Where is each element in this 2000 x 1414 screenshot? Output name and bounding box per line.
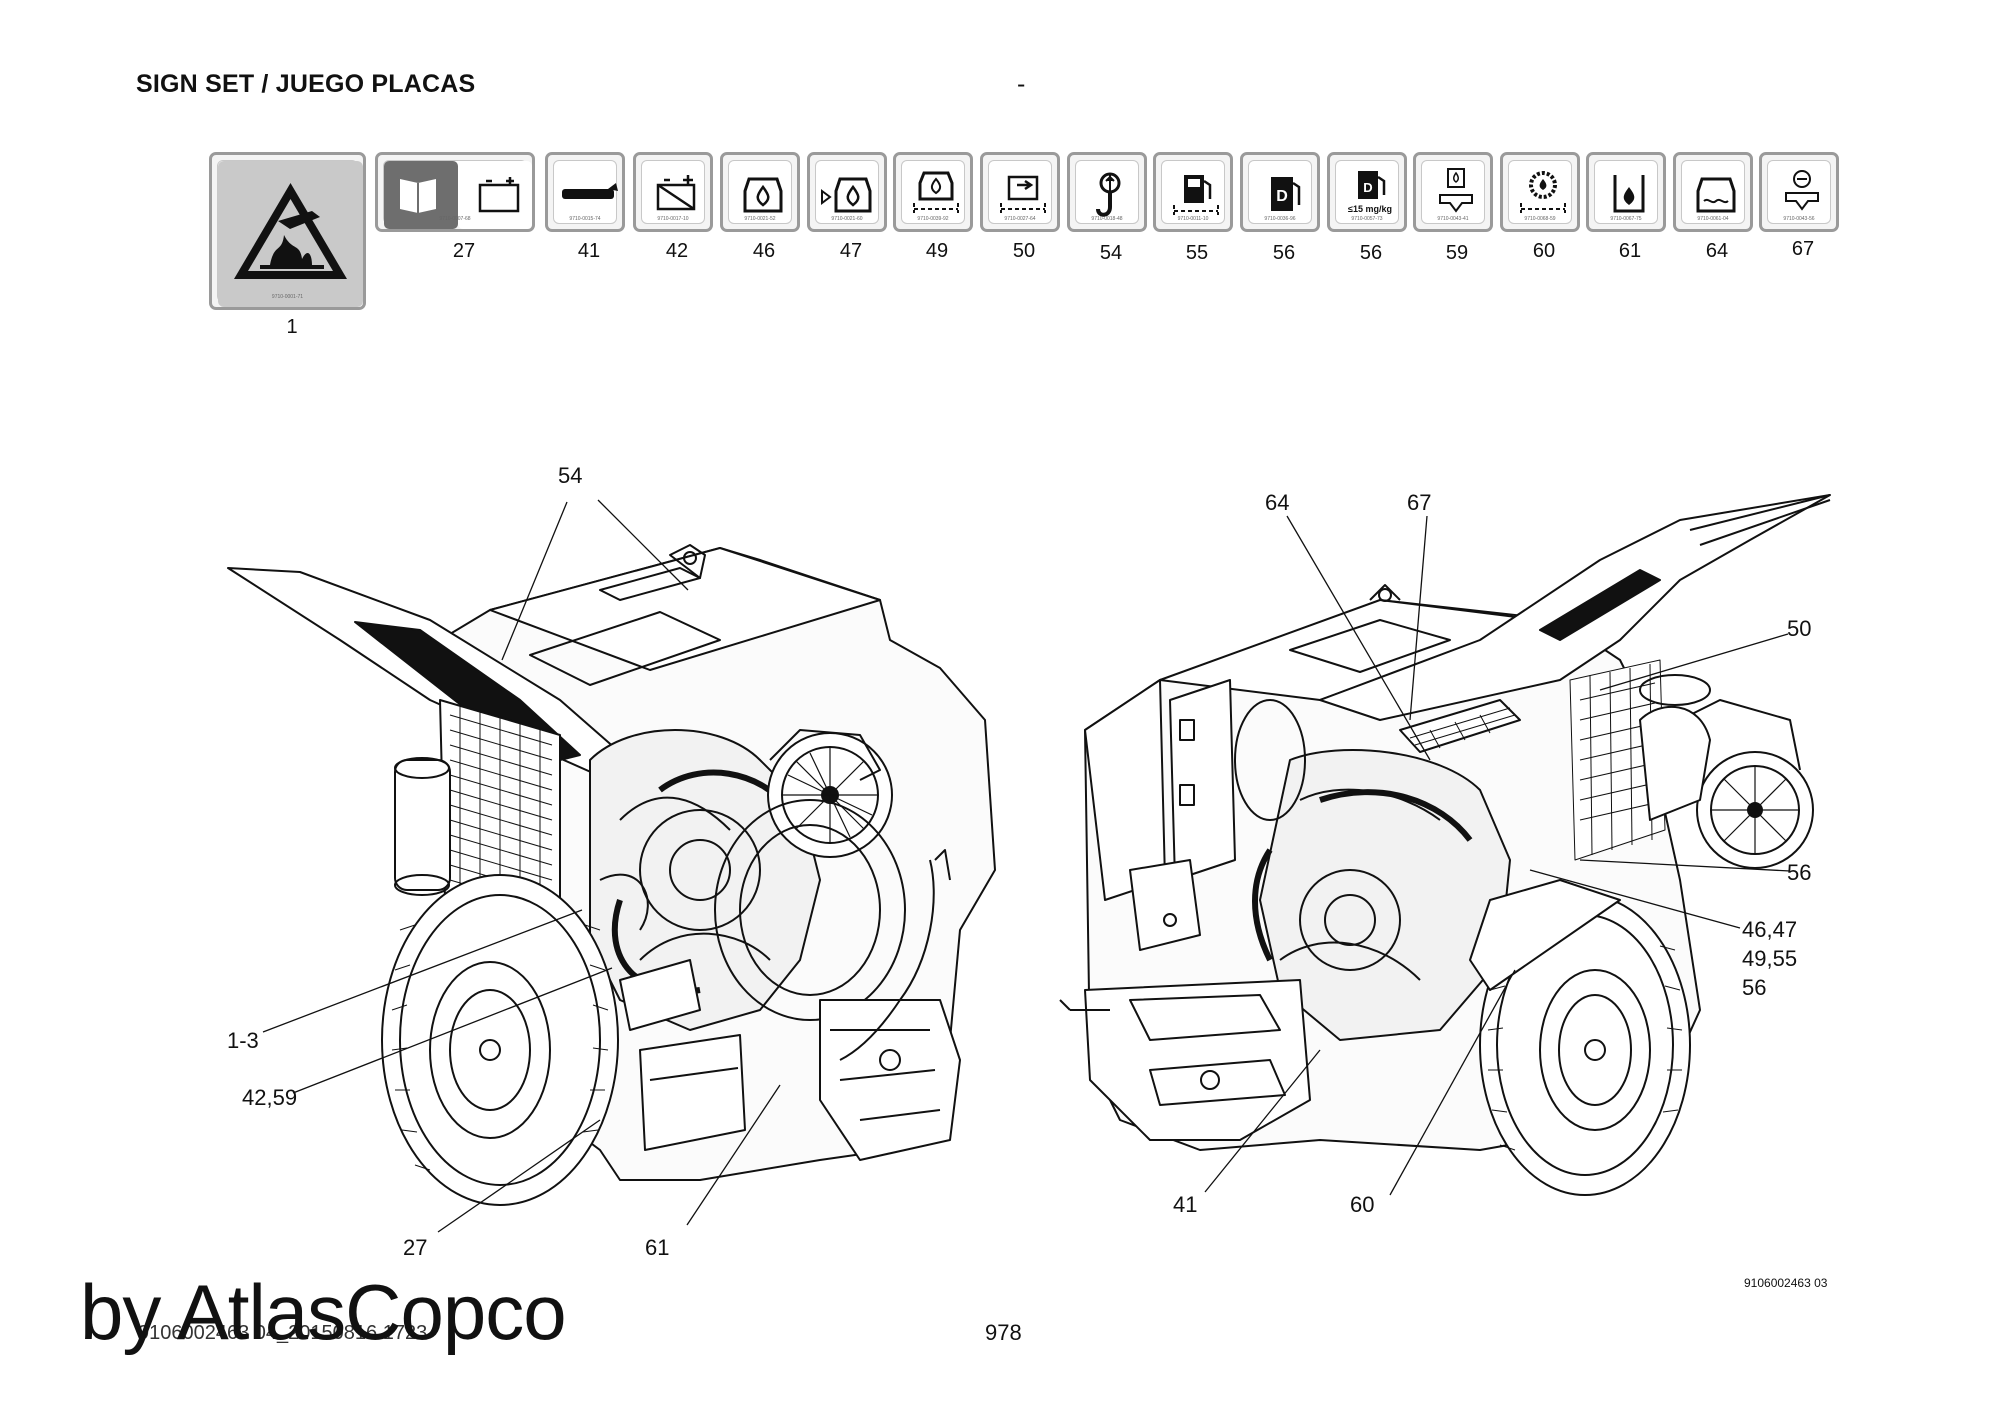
sign-code: 9710-0067-75 (1610, 216, 1642, 222)
sign-label-54: 54 (1099, 242, 1123, 264)
sign-code: 9710-0015-74 (569, 216, 601, 222)
sign-plate-59: 9710-0043-41 (1413, 152, 1493, 232)
engine-oil-icon (743, 177, 783, 213)
sign-plate-47: 9710-0021-60 (807, 152, 887, 232)
svg-text:≤15 mg/kg: ≤15 mg/kg (1348, 204, 1392, 214)
svg-text:D: D (1276, 188, 1288, 205)
sign-label-46: 46 (752, 240, 776, 262)
hot-surface-warning-icon (218, 161, 363, 307)
sign-code: 9710-0036-96 (1264, 216, 1296, 222)
hydraulic-oil-level-icon (1000, 175, 1046, 213)
right-machine-drawing (1059, 494, 1831, 1196)
callout-56-lower: 56 (1742, 975, 1767, 1000)
sign-label-67: 67 (1791, 238, 1815, 260)
sign-plate-46: 9710-0021-52 (720, 152, 800, 232)
sign-code: 9710-0007-68 (439, 216, 471, 222)
sign-plate-64: 9710-0061-04 (1673, 152, 1753, 232)
sign-plate-49: 9710-0039-92 (893, 152, 973, 232)
sign-plate-1: 9710-0001-71 (209, 152, 366, 310)
sign-plate-27: 9710-0007-68 (375, 152, 535, 232)
drain-point-icon (1439, 168, 1473, 213)
sign-code: 9710-0043-41 (1437, 216, 1469, 222)
coolant-icon (1696, 177, 1736, 213)
diesel-fuel-icon: D (1271, 177, 1301, 211)
fuel-level-icon (1173, 175, 1219, 215)
lifting-arm-icon (562, 183, 618, 199)
sign-code: 9710-0057-73 (1351, 216, 1383, 222)
sign-label-55: 55 (1185, 242, 1209, 264)
callout-42-59: 42,59 (242, 1085, 298, 1110)
sign-code: 9710-0021-60 (831, 216, 863, 222)
leader-lines (262, 499, 1791, 1233)
sign-code: 9710-0017-10 (657, 216, 689, 222)
gearbox-oil-level-icon (1520, 171, 1566, 213)
sign-plate-54: 9710-0018-48 (1067, 152, 1147, 232)
callout-41: 41 (1173, 1192, 1198, 1217)
sign-code: 9710-0018-48 (1091, 216, 1123, 222)
sign-plate-61: 9710-0067-75 (1586, 152, 1666, 232)
hydraulic-tank-icon (1613, 175, 1645, 213)
read-manual-battery-icon (384, 161, 532, 229)
sign-label-49: 49 (925, 240, 949, 262)
drawing-number: 9106002463 03 (1744, 1276, 1828, 1290)
callout-60: 60 (1350, 1192, 1375, 1217)
sign-code: 9710-0027-64 (1004, 216, 1036, 222)
sign-label-64: 64 (1705, 240, 1729, 262)
sign-plate-50: 9710-0027-64 (980, 152, 1060, 232)
sign-label-61: 61 (1618, 240, 1642, 262)
callout-1-3: 1-3 (227, 1028, 259, 1053)
engine-oil-level-icon (913, 171, 959, 213)
sign-code: 9710-0068-59 (1524, 216, 1556, 222)
sign-code: 9710-0039-92 (917, 216, 949, 222)
sign-code: 9710-0043-56 (1783, 216, 1815, 222)
sign-plate-67: 9710-0043-56 (1759, 152, 1839, 232)
sign-code: 9710-0021-52 (744, 216, 776, 222)
sign-label-50: 50 (1012, 240, 1036, 262)
sign-plate-55: 9710-0011-10 (1153, 152, 1233, 232)
sign-plate-60: 9710-0068-59 (1500, 152, 1580, 232)
sign-plate-56: D 9710-0036-96 (1240, 152, 1320, 232)
sign-plate-56: D ≤15 mg/kg 9710-0057-73 (1327, 152, 1407, 232)
sign-plate-41: 9710-0015-74 (545, 152, 625, 232)
callout-27: 27 (403, 1235, 428, 1260)
callout-54-left: 54 (558, 463, 583, 488)
header-dash: - (1017, 70, 1026, 98)
sign-plate-42: 9710-0017-10 (633, 152, 713, 232)
sign-label-56: 56 (1272, 242, 1296, 264)
battery-disconnect-icon (656, 175, 696, 211)
sign-label-47: 47 (839, 240, 863, 262)
sign-code: 9710-0061-04 (1697, 216, 1729, 222)
sign-label-27: 27 (452, 240, 476, 262)
callout-50: 50 (1787, 616, 1812, 641)
callout-46-47: 46,47 (1742, 917, 1798, 942)
lifting-point-icon (1096, 172, 1121, 217)
sign-label-1: 1 (286, 316, 298, 338)
callout-64: 64 (1265, 490, 1290, 515)
coolant-drain-icon (1785, 170, 1819, 211)
svg-text:D: D (1363, 180, 1372, 195)
sign-label-42: 42 (665, 240, 689, 262)
page-number: 978 (985, 1320, 1022, 1345)
callout-49-55: 49,55 (1742, 946, 1798, 971)
diesel-sulphur-icon: D ≤15 mg/kg (1348, 171, 1392, 214)
callout-61: 61 (645, 1235, 670, 1260)
sign-label-59: 59 (1445, 242, 1469, 264)
sign-label-56: 56 (1359, 242, 1383, 264)
sign-label-60: 60 (1532, 240, 1556, 262)
left-machine-drawing (227, 544, 996, 1206)
page-title: SIGN SET / JUEGO PLACAS (136, 70, 476, 98)
watermark: by AtlasCopco (80, 1268, 567, 1356)
sign-code: 9710-0001-71 (271, 294, 304, 300)
sign-code: 9710-0011-10 (1177, 216, 1209, 222)
callout-67: 67 (1407, 490, 1432, 515)
document-id: 9106002463 04_20150816 1723 (138, 1322, 428, 1344)
sign-label-41: 41 (577, 240, 601, 262)
oil-drain-icon (821, 177, 872, 213)
callout-56-right: 56 (1787, 860, 1812, 885)
